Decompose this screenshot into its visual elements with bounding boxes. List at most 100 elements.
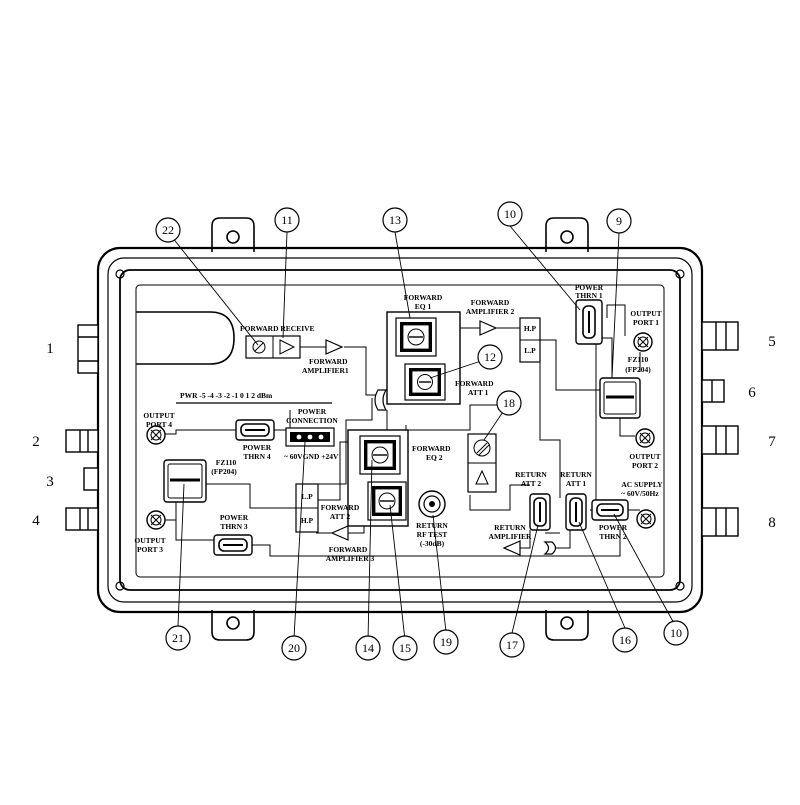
- label-forward-eq2-l2: EQ 2: [426, 453, 443, 462]
- connector-number-4: 4: [32, 513, 40, 529]
- label-forward-eq1-l1: FORWARD: [404, 293, 443, 302]
- label-return-rf-test-l2: RF TEST: [417, 530, 448, 539]
- label-return-rf-test-l3: (-30dB): [420, 539, 445, 548]
- board-outline: [135, 284, 665, 578]
- connector-number-7: 7: [768, 434, 776, 450]
- connector-number-1: 1: [46, 341, 54, 357]
- right-connectors: [701, 321, 739, 537]
- label-return-att1-l2: ATT 1: [566, 479, 587, 488]
- label-power-connection-l1: POWER: [298, 407, 327, 416]
- power-thrn3-module: [213, 534, 253, 556]
- label-power-thrn2-l1: POWER: [599, 523, 628, 532]
- components: [146, 299, 656, 556]
- callout-12: 12: [484, 350, 496, 364]
- callout-10-bottom: 10: [670, 626, 682, 640]
- label-ac-supply-l2: ~ 60V/50Hz: [621, 489, 659, 498]
- forward-receive-module: [245, 335, 301, 359]
- label-forward-amp1-l1: FORWARD: [309, 357, 348, 366]
- ac-supply-screw: [636, 509, 656, 529]
- callout-20: 20: [288, 641, 300, 655]
- output-port2-screw: [635, 428, 655, 448]
- connector-number-8: 8: [768, 515, 776, 531]
- fz110-right-module: [599, 377, 641, 419]
- label-return-amplifier-l1: RETURN: [494, 523, 526, 532]
- inner-frame: [119, 269, 681, 591]
- callout-15: 15: [399, 641, 411, 655]
- return-att1-module: [565, 493, 587, 531]
- label-forward-amp1-l2: AMPLIFIER1: [302, 366, 349, 375]
- housing: [96, 217, 704, 641]
- callout-13: 13: [389, 213, 401, 227]
- label-forward-amp3-l2: AMPLIFIER 3: [326, 554, 375, 563]
- label-forward-receive: FORWARD RECEIVE: [240, 324, 315, 333]
- callout-22: 22: [162, 223, 174, 237]
- callout-16: 16: [619, 633, 631, 647]
- top-mounting-ears: [211, 217, 589, 252]
- forward-amplifier1-symbol: [325, 339, 344, 355]
- label-fz110-right-l2: (FP204): [625, 365, 651, 374]
- component-labels: FORWARD RECEIVE FORWARD AMPLIFIER1 FORWA…: [134, 283, 663, 563]
- callout-11: 11: [281, 213, 293, 227]
- label-forward-att1-l2: ATT 1: [468, 388, 489, 397]
- label-hp-left: H.P: [301, 516, 314, 525]
- connector-number-2: 2: [32, 434, 40, 450]
- label-return-att2-l1: RETURN: [515, 470, 547, 479]
- output-port4-screw: [146, 425, 166, 445]
- label-output-port1-l1: OUTPUT: [630, 309, 661, 318]
- fz110-left-module: [163, 459, 207, 503]
- label-output-port4-l2: PORT 4: [146, 420, 172, 429]
- bottom-mounting-ears: [211, 610, 589, 641]
- power-thrn1-module: [575, 299, 603, 345]
- return-combiner-symbol: [543, 541, 557, 555]
- callout-21: 21: [172, 631, 184, 645]
- label-output-port2-l1: OUTPUT: [629, 452, 660, 461]
- label-power-connection-pins: ~ 60VGND +24V: [284, 452, 339, 461]
- label-forward-att2-l1: FORWARD: [321, 503, 360, 512]
- label-forward-amp2-l2: AMPLIFIER 2: [466, 307, 515, 316]
- power-connection-terminal: [285, 427, 335, 447]
- label-fz110-right-l1: FZ110: [628, 355, 649, 364]
- label-power-thrn2-l2: THRN 2: [599, 532, 627, 541]
- leader-lines: [167, 225, 677, 641]
- forward-amplifier3-symbol: [330, 525, 349, 541]
- label-return-rf-test-l1: RETURN: [416, 521, 448, 530]
- label-power-thrn3-l2: THRN 3: [220, 522, 248, 531]
- label-ac-supply-l1: AC SUPPLY: [621, 480, 663, 489]
- connector-number-5: 5: [768, 334, 776, 350]
- callout-circles: [155, 201, 689, 661]
- label-power-thrn1-l1: POWER: [575, 283, 604, 292]
- connector-number-3: 3: [46, 474, 54, 490]
- connector-number-6: 6: [748, 385, 756, 401]
- label-output-port1-l2: PORT 1: [633, 318, 659, 327]
- return-amplifier-symbol: [502, 540, 521, 556]
- label-output-port3-l2: PORT 3: [137, 545, 163, 554]
- power-thrn4-module: [235, 419, 275, 441]
- label-return-amplifier-l2: AMPLIFIER: [489, 532, 533, 541]
- label-lp-right: L.P: [524, 346, 536, 355]
- output-port3-screw: [146, 510, 166, 530]
- label-forward-amp2-l1: FORWARD: [471, 298, 510, 307]
- forward-eq2-att2-block: [347, 429, 409, 527]
- return-module-18: [467, 433, 497, 493]
- return-rf-test-port: [418, 490, 446, 518]
- label-return-att1-l1: RETURN: [560, 470, 592, 479]
- callout-18: 18: [503, 396, 515, 410]
- return-att2-module: [529, 493, 551, 531]
- label-power-connection-l2: CONNECTION: [286, 416, 338, 425]
- hp-lp-diplexer-left: [295, 483, 319, 533]
- label-output-port4-l1: OUTPUT: [143, 411, 174, 420]
- output-port1-screw: [633, 332, 653, 352]
- callout-17: 17: [506, 638, 518, 652]
- label-lp-left: L.P: [301, 492, 313, 501]
- label-return-att2-l2: ATT 2: [521, 479, 542, 488]
- callout-9: 9: [616, 214, 622, 228]
- label-hp-right: H.P: [524, 324, 537, 333]
- label-power-thrn4-l1: POWER: [243, 443, 272, 452]
- connector-numbers: 1 2 3 4 5 6 7 8: [32, 334, 776, 531]
- label-power-thrn3-l1: POWER: [220, 513, 249, 522]
- label-output-port3-l1: OUTPUT: [134, 536, 165, 545]
- callout-10-top: 10: [504, 207, 516, 221]
- label-output-port2-l2: PORT 2: [632, 461, 658, 470]
- label-forward-eq1-l2: EQ 1: [415, 302, 432, 311]
- board-slot: [136, 311, 235, 365]
